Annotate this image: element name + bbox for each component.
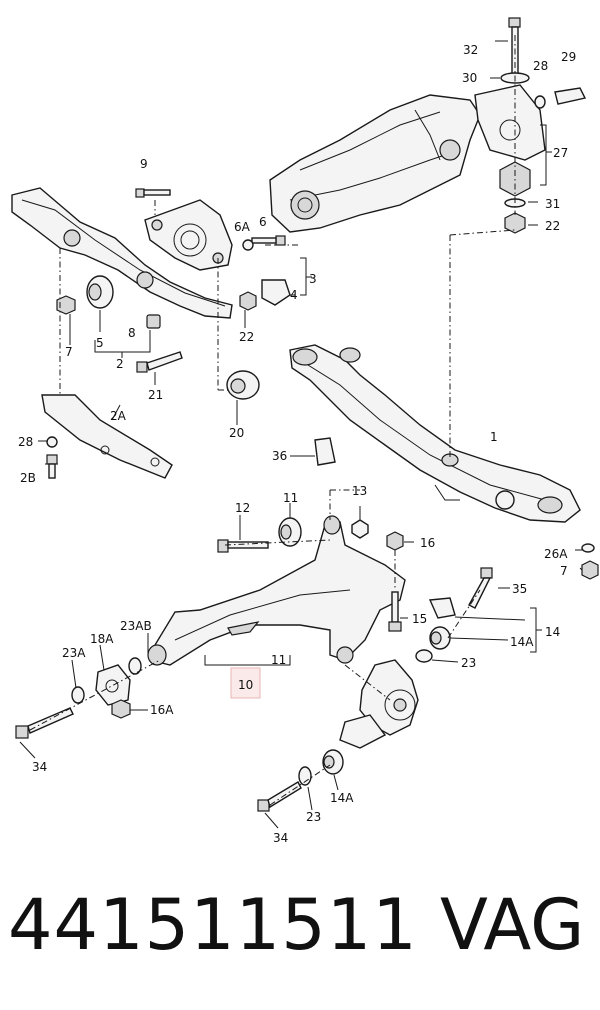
label-21: 21 (148, 388, 163, 402)
bracket-2a (41, 394, 173, 479)
label-23ab: 23AB (120, 619, 152, 633)
bolt-9 (135, 188, 171, 198)
bolt-32-head (508, 17, 521, 28)
label-11a: 11 (283, 491, 298, 505)
mounting-bracket (144, 199, 233, 271)
label-2b: 2B (20, 471, 36, 485)
nut-22b (504, 212, 526, 234)
bushing-14a-lower (322, 749, 344, 775)
label-6: 6 (259, 215, 267, 229)
label-22: 22 (239, 330, 254, 344)
label-13: 13 (352, 484, 367, 498)
bushing-5 (86, 275, 114, 309)
label-30: 30 (462, 71, 477, 85)
label-15: 15 (412, 612, 427, 626)
label-14: 14 (545, 625, 560, 639)
clip-4 (261, 279, 291, 306)
nut-22 (239, 291, 257, 311)
label-31: 31 (545, 197, 560, 211)
label-18a: 18A (90, 632, 114, 646)
label-22b: 22 (545, 219, 560, 233)
suspension-exploded-diagram: 2B 28 2A 7 5 2 8 21 9 6A 6 3 4 22 20 32 … (11, 17, 599, 845)
label-2a: 2A (110, 409, 127, 423)
washer-23 (415, 649, 433, 663)
label-28b: 28 (18, 435, 33, 449)
nut-13 (351, 519, 369, 539)
label-8: 8 (128, 326, 136, 340)
label-2: 2 (116, 357, 124, 371)
washer-23b (298, 766, 312, 786)
label-26a: 26A (544, 547, 568, 561)
label-34b: 34 (273, 831, 288, 845)
washer-23ab (128, 657, 142, 675)
label-14a2: 14A (330, 791, 354, 805)
nut-7 (56, 295, 76, 315)
label-23: 23 (461, 656, 476, 670)
label-28: 28 (533, 59, 548, 73)
part-number: 441511511 (8, 884, 418, 966)
washer-6a (242, 239, 254, 251)
label-9: 9 (140, 157, 148, 171)
label-16a: 16A (150, 703, 174, 717)
bolt-29 (554, 87, 587, 105)
bracket-14 (428, 597, 456, 619)
label-29: 29 (561, 50, 576, 64)
bolt-35 (468, 567, 493, 609)
label-36: 36 (272, 449, 287, 463)
bolt-34 (15, 707, 74, 739)
label-3: 3 (309, 272, 317, 286)
label-16: 16 (420, 536, 435, 550)
bracket-18a (95, 664, 131, 706)
washer-26a (581, 543, 595, 553)
label-35: 35 (512, 582, 527, 596)
label-34: 34 (32, 760, 47, 774)
brand-name: VAG (440, 884, 585, 966)
washer-23a (71, 686, 85, 704)
bolt-34b (257, 781, 302, 812)
label-32: 32 (463, 43, 478, 57)
bolt-15 (388, 591, 402, 632)
bolt-6 (251, 235, 286, 246)
leader-lines (19, 40, 583, 829)
label-23a: 23A (62, 646, 86, 660)
bolt-2b (46, 454, 58, 479)
label-4: 4 (290, 288, 298, 302)
bushing-14a (429, 626, 451, 650)
bearing-housing (339, 659, 419, 749)
nut-16 (386, 531, 404, 551)
centerlines (29, 35, 516, 806)
label-12: 12 (235, 501, 250, 515)
label-1: 1 (490, 430, 498, 444)
bolt-12 (217, 539, 269, 553)
label-14a: 14A (510, 635, 534, 649)
label-5: 5 (96, 336, 104, 350)
washer-28 (46, 436, 58, 448)
nut-7b (581, 560, 599, 580)
label-7: 7 (65, 345, 73, 359)
label-7b: 7 (560, 564, 568, 578)
callout-labels: 2B 28 2A 7 5 2 8 21 9 6A 6 3 4 22 20 32 … (18, 43, 576, 845)
highlight-box-10 (230, 667, 261, 699)
label-11b: 11 (271, 653, 286, 667)
washer-28b (534, 95, 546, 109)
label-20: 20 (229, 426, 244, 440)
mount-bracket-27 (474, 84, 546, 161)
bushing-8 (146, 314, 161, 329)
bolt-21 (136, 351, 183, 373)
differential-housing (269, 94, 481, 233)
nut-16a (111, 699, 131, 719)
bushing-20 (226, 370, 260, 400)
label-27: 27 (553, 146, 568, 160)
label-23b: 23 (306, 810, 321, 824)
label-10: 10 (238, 678, 253, 692)
subframe (289, 344, 581, 523)
label-6a: 6A (234, 220, 251, 234)
bracket-36 (314, 437, 336, 466)
lower-control-arm (147, 515, 406, 666)
